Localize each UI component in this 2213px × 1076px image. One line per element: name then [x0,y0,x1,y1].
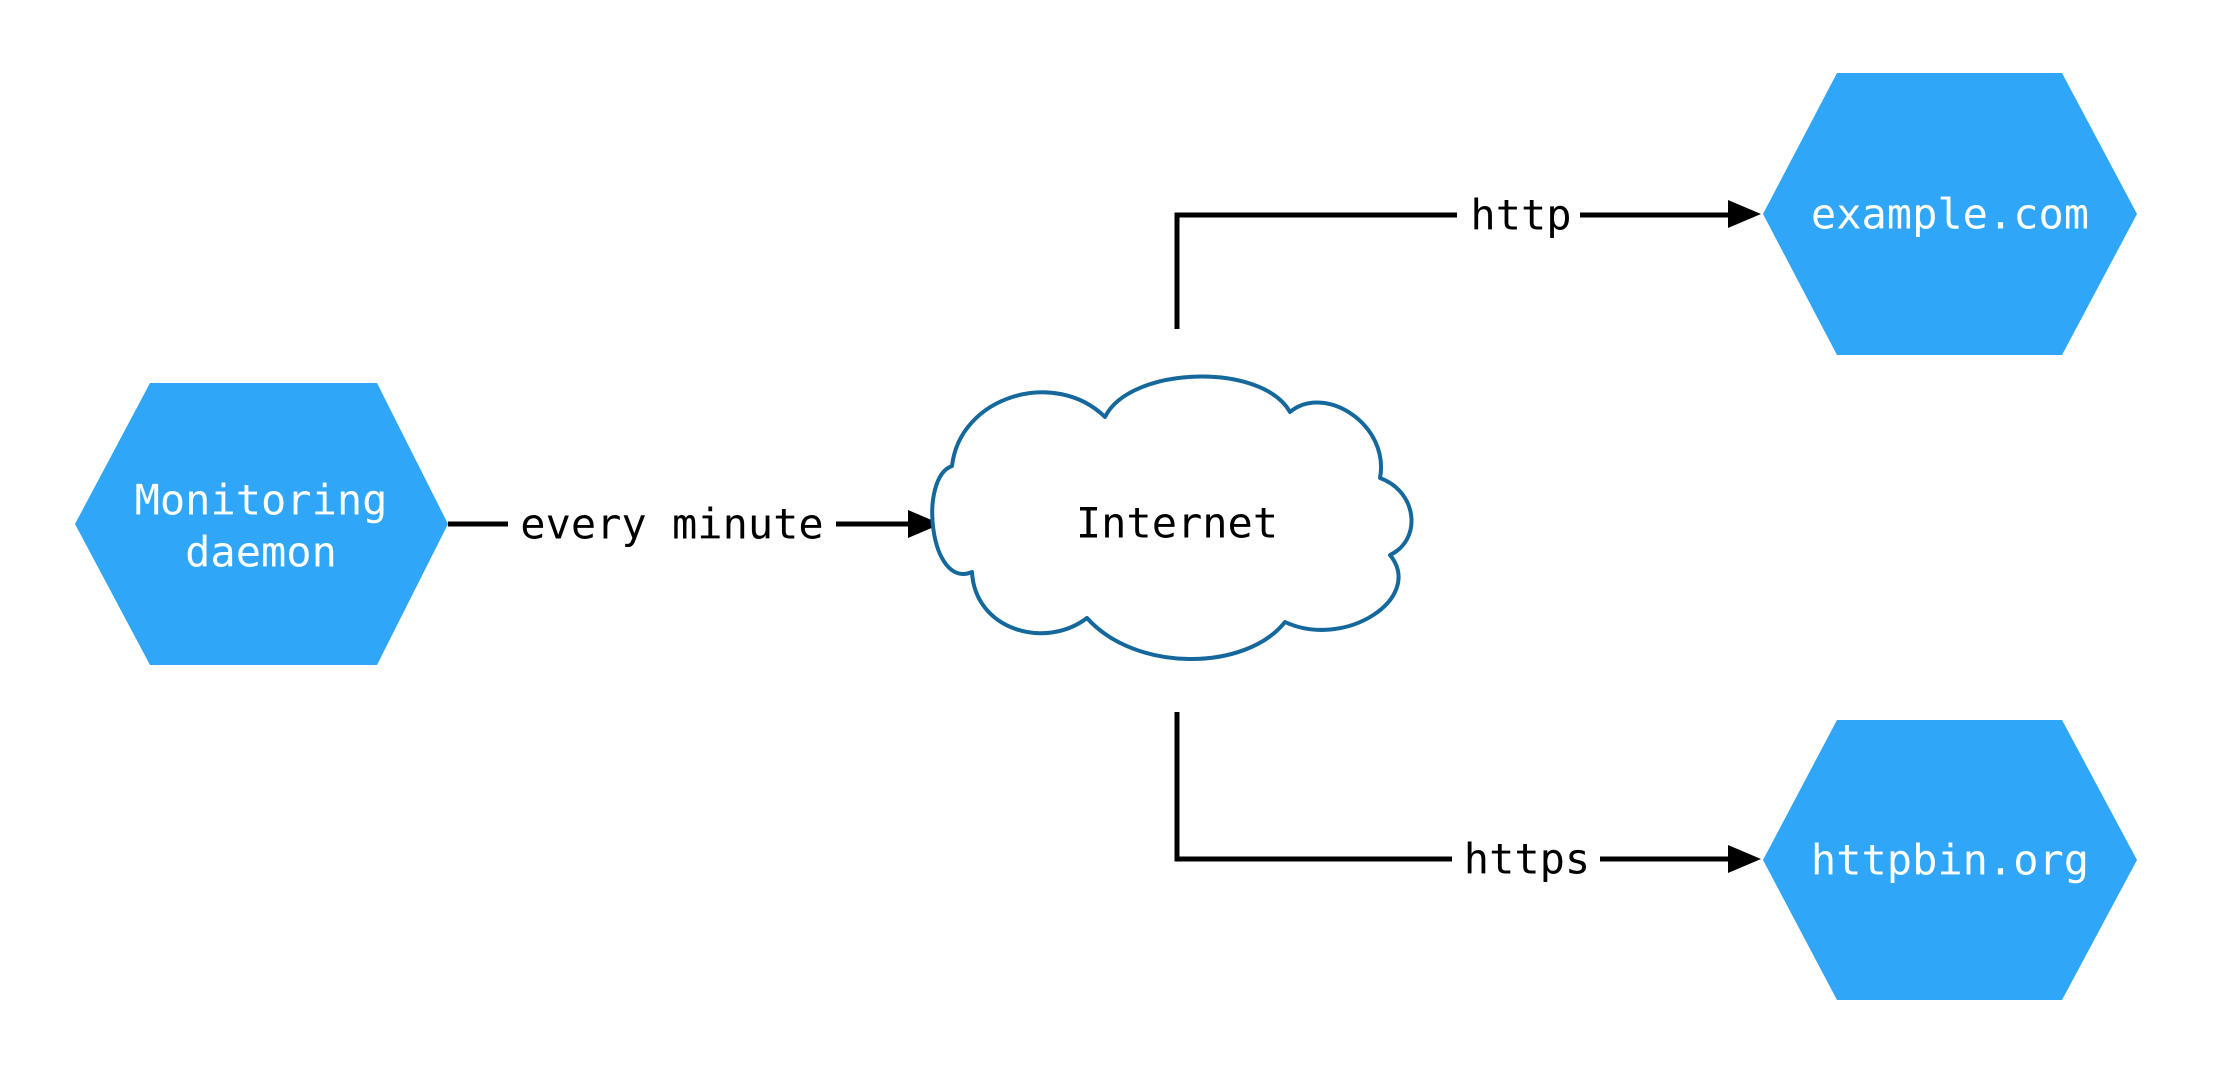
arrowhead-icon [908,510,941,538]
monitoring-daemon-label-line2: daemon [185,528,337,577]
internet-cloud-shape [930,374,1414,661]
arrowhead-icon [1728,200,1761,228]
monitoring-daemon-label-line1: Monitoring [135,476,388,525]
edge-internet-to-httpbin: https [1174,712,1761,884]
edge-line-segment [1174,712,1452,862]
arrowhead-icon [1728,845,1761,873]
monitoring-daemon-hexagon [75,383,448,665]
example-com-hexagon [1763,73,2137,355]
node-monitoring-daemon: Monitoring daemon [75,383,448,665]
node-httpbin-org: httpbin.org [1763,720,2137,1000]
edge-label-every-minute: every minute [520,500,823,549]
edge-label-https: https [1464,835,1590,884]
edge-internet-to-example: http [1174,191,1761,329]
internet-label: Internet [1076,499,1278,548]
edge-monitoring-to-internet: every minute [448,500,941,549]
edge-label-http: http [1470,191,1571,240]
edge-line-segment [1174,212,1457,329]
example-com-label: example.com [1811,190,2089,239]
node-example-com: example.com [1763,73,2137,355]
node-internet-cloud: Internet [930,374,1414,661]
httpbin-org-hexagon [1763,720,2137,1000]
httpbin-org-label: httpbin.org [1811,836,2089,885]
